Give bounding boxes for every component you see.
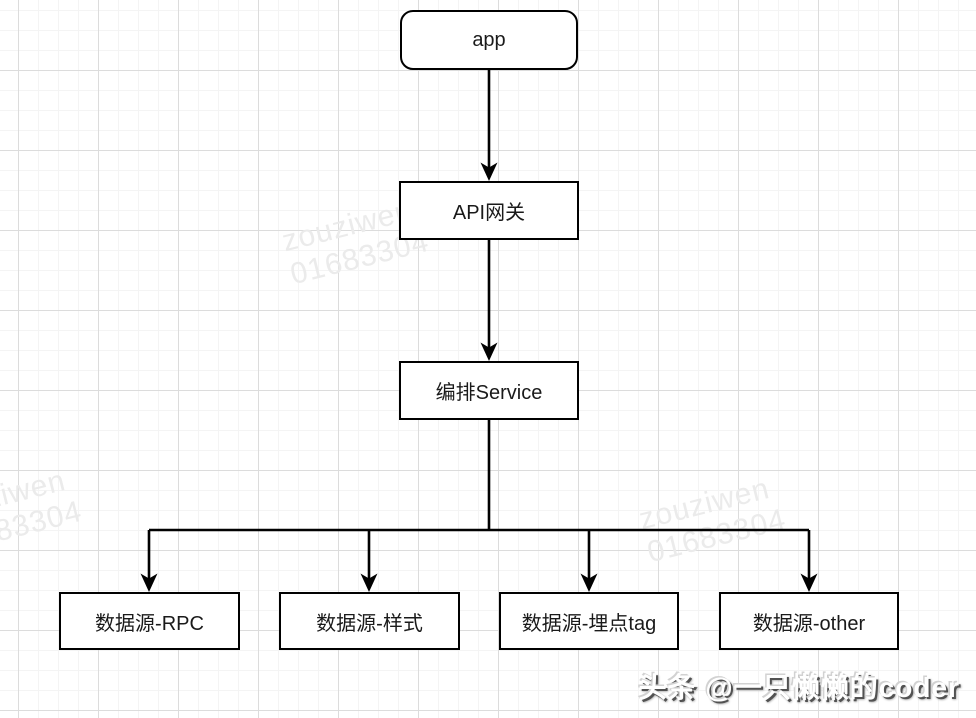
node-app: app <box>400 10 578 70</box>
byline-caption: 头条 @一只懒懒的coder <box>638 672 960 703</box>
node-orchestration-service: 编排Service <box>399 361 579 420</box>
node-api-gateway: API网关 <box>399 181 579 240</box>
arrowhead-datasource-other <box>800 573 818 592</box>
node-datasource-rpc-label: 数据源-RPC <box>95 612 204 635</box>
node-datasource-tracking-tag-label: 数据源-埋点tag <box>521 612 657 635</box>
arrowhead-datasource-rpc <box>140 573 158 592</box>
node-datasource-tracking-tag: 数据源-埋点tag <box>499 592 679 650</box>
node-api-gateway-label: API网关 <box>452 202 526 224</box>
node-app-label: app <box>472 28 506 51</box>
arrowhead-service <box>480 342 498 361</box>
node-datasource-other-label: 数据源-other <box>752 612 866 635</box>
node-datasource-style: 数据源-样式 <box>279 592 460 650</box>
node-datasource-other: 数据源-other <box>719 592 899 650</box>
node-datasource-style-label: 数据源-样式 <box>316 612 423 635</box>
edge-service-trunk <box>147 420 811 581</box>
node-orchestration-service-label: 编排Service <box>435 382 543 404</box>
arrowhead-api-gateway <box>480 162 498 181</box>
arrowhead-datasource-tag <box>580 573 598 592</box>
node-datasource-rpc: 数据源-RPC <box>59 592 240 650</box>
arrowhead-datasource-style <box>360 573 378 592</box>
